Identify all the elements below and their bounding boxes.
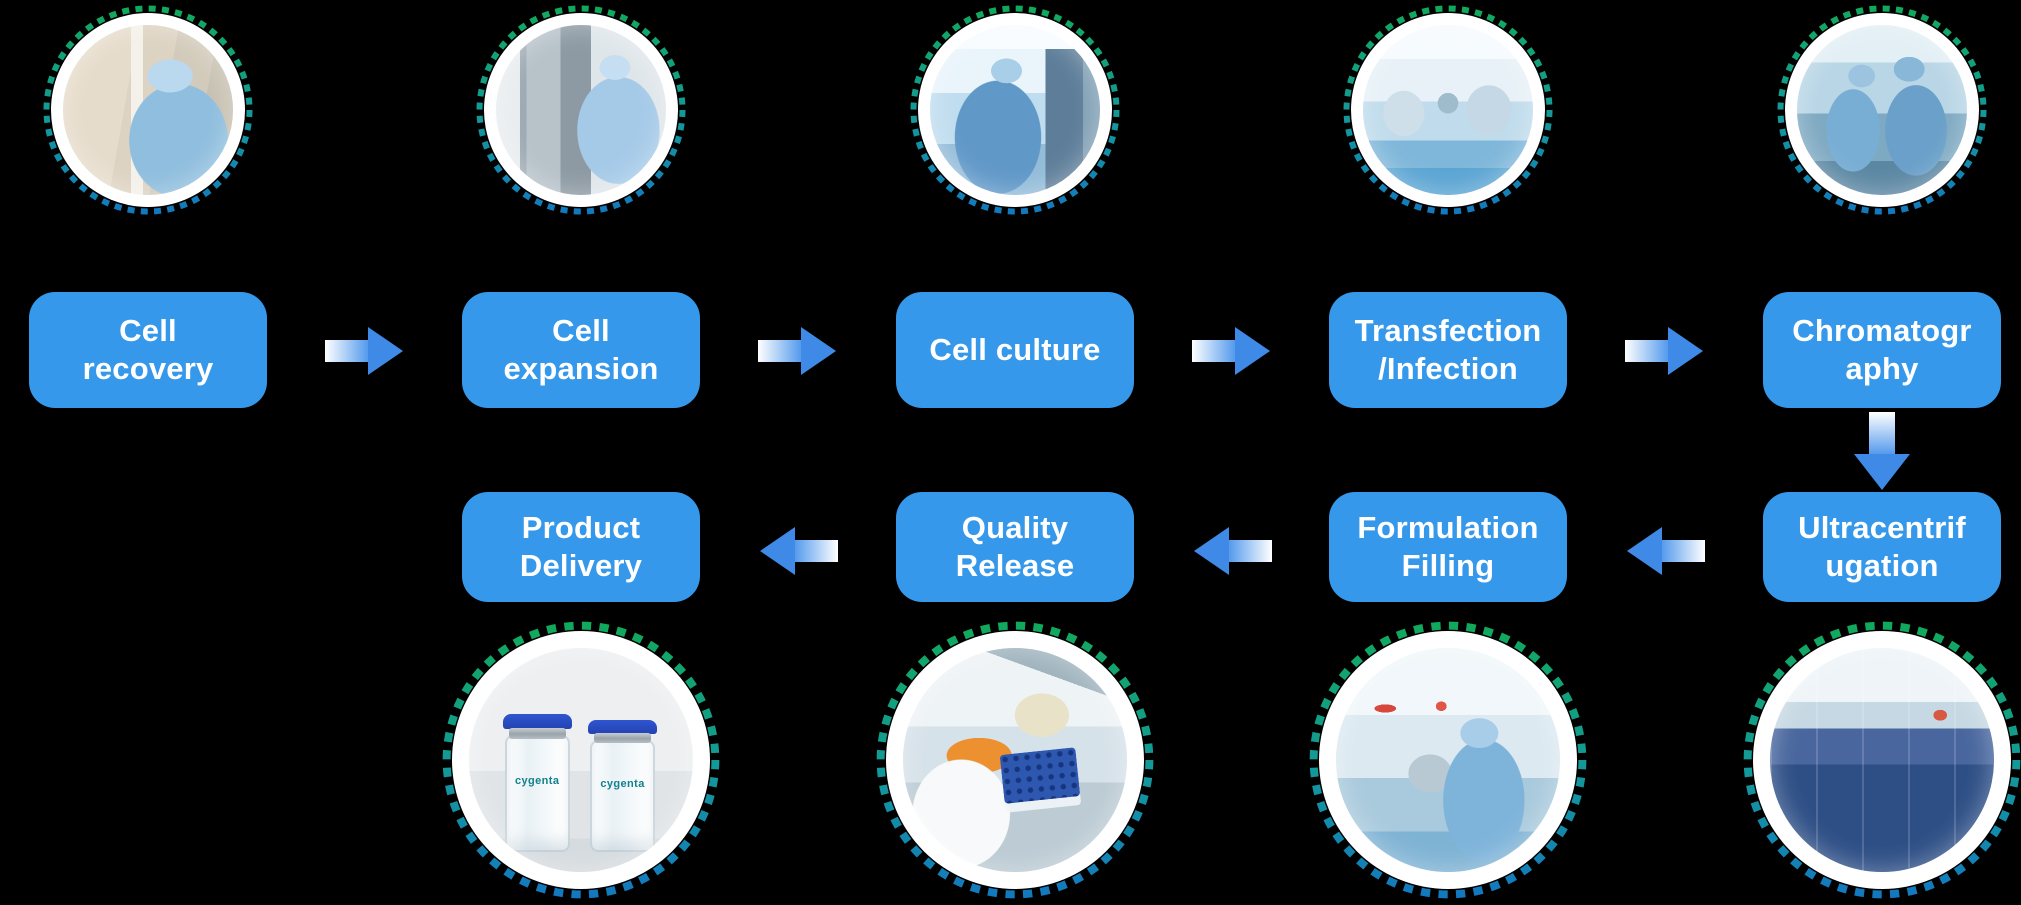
step-box-cell-recovery: Cell recovery — [29, 292, 267, 408]
photo-ultracentrifugation — [1743, 621, 2021, 899]
vial: cygenta — [502, 714, 572, 853]
vial-brand-label: cygenta — [600, 777, 645, 790]
step-label: Ultracentrif ugation — [1798, 510, 1966, 583]
arrow-right-icon — [1192, 327, 1270, 375]
step-box-formulation-filling: Formulation Filling — [1329, 492, 1567, 602]
step-label: Cell recovery — [82, 313, 214, 386]
ultracentrifuge-row-photo — [1769, 647, 1995, 873]
dashed-ring-icon — [910, 5, 1120, 215]
step-label: Formulation Filling — [1357, 510, 1539, 583]
photo-chromatography — [1777, 5, 1987, 215]
dashed-ring-icon — [1777, 5, 1987, 215]
dashed-ring-icon — [1309, 621, 1587, 899]
photo-cell-recovery — [43, 5, 253, 215]
arrow-left-icon — [1194, 527, 1272, 575]
biosafety-cabinet-photo — [930, 25, 1100, 195]
cleanroom-suite-photo — [1363, 25, 1533, 195]
step-box-quality-release: Quality Release — [896, 492, 1134, 602]
step-box-product-delivery: Product Delivery — [462, 492, 700, 602]
incubator-operator-photo — [496, 25, 666, 195]
step-box-cell-expansion: Cell expansion — [462, 292, 700, 408]
step-label: Chromatogr aphy — [1792, 313, 1972, 386]
vial-brand-label: cygenta — [515, 775, 560, 788]
arrow-right-icon — [325, 327, 403, 375]
arrow-left-icon — [760, 527, 838, 575]
step-box-chromatography: Chromatogr aphy — [1763, 292, 2001, 408]
dashed-ring-icon — [1743, 621, 2021, 899]
dashed-ring-icon — [43, 5, 253, 215]
step-box-ultracentrifugation: Ultracentrif ugation — [1763, 492, 2001, 602]
arrow-down-icon — [1854, 412, 1910, 490]
step-label: Quality Release — [955, 510, 1075, 583]
photo-transfection — [1343, 5, 1553, 215]
cleanroom-operator-photo — [63, 25, 233, 195]
arrow-left-icon — [1627, 527, 1705, 575]
dashed-ring-icon — [1343, 5, 1553, 215]
filling-line-operator-photo — [1335, 647, 1561, 873]
dashed-ring-icon — [476, 5, 686, 215]
arrow-right-icon — [758, 327, 836, 375]
photo-quality-release — [876, 621, 1154, 899]
chromatography-operators-photo — [1797, 25, 1967, 195]
product-vials-photo: cygenta cygenta — [468, 647, 694, 873]
dashed-ring-icon — [876, 621, 1154, 899]
dashed-ring-icon — [442, 621, 720, 899]
step-label: Product Delivery — [519, 510, 643, 583]
step-label: Cell expansion — [503, 313, 659, 386]
photo-cell-expansion — [476, 5, 686, 215]
qc-pipetting-photo — [902, 647, 1128, 873]
tip-rack — [999, 747, 1081, 805]
photo-formulation-filling — [1309, 621, 1587, 899]
step-box-transfection: Transfection /Infection — [1329, 292, 1567, 408]
arrow-right-icon — [1625, 327, 1703, 375]
step-box-cell-culture: Cell culture — [896, 292, 1134, 408]
step-label: Transfection /Infection — [1354, 313, 1542, 386]
vial: cygenta — [588, 719, 658, 853]
photo-product-delivery: cygenta cygenta — [442, 621, 720, 899]
photo-cell-culture — [910, 5, 1120, 215]
step-label: Cell culture — [929, 332, 1101, 368]
